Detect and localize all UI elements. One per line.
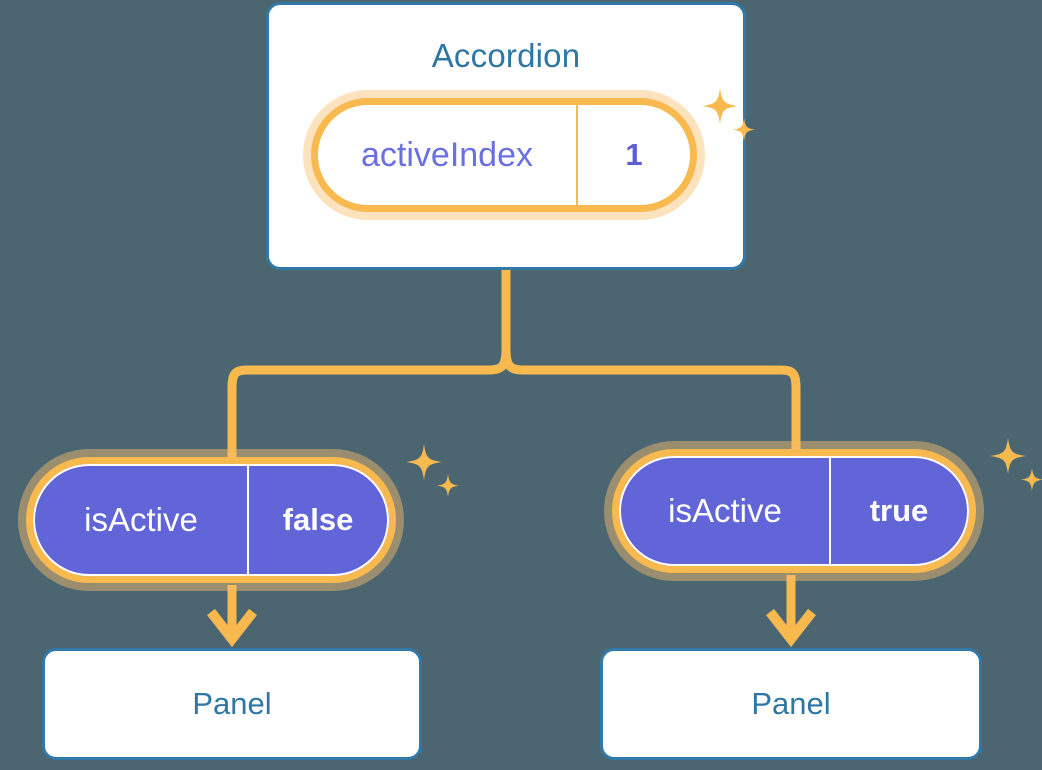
sparkles-icon-right: [990, 438, 1042, 491]
state-pill-value: 1: [576, 105, 690, 205]
arrow-down-icon-right: [766, 575, 816, 648]
component-card-panel-right[interactable]: Panel: [600, 648, 982, 760]
sparkles-icon-left: [406, 444, 459, 497]
state-pill-body: activeIndex 1: [311, 98, 697, 212]
state-pill-key: activeIndex: [361, 135, 533, 174]
state-pill-is-active-true[interactable]: isActive true: [612, 449, 976, 573]
connector-branch-left: [227, 348, 511, 462]
state-pill-value: true: [829, 458, 967, 564]
state-pill-value: false: [247, 466, 387, 574]
state-pill-body: isActive false: [26, 457, 396, 583]
state-pill-is-active-false[interactable]: isActive false: [26, 457, 396, 583]
panel-label: Panel: [751, 686, 831, 721]
arrow-down-icon-left: [207, 585, 257, 648]
page-title: Accordion: [431, 37, 581, 74]
state-pill-body: isActive true: [612, 449, 976, 573]
connector-branch-right: [501, 348, 801, 456]
panel-label: Panel: [192, 686, 272, 721]
state-pill-key: isActive: [668, 492, 782, 529]
state-pill-inner: activeIndex 1: [318, 105, 690, 205]
state-pill-active-index[interactable]: activeIndex 1: [311, 98, 697, 212]
state-pill-inner: isActive true: [619, 456, 969, 566]
state-pill-inner: isActive false: [33, 464, 389, 576]
state-pill-key: isActive: [84, 501, 198, 538]
component-card-panel-left[interactable]: Panel: [42, 648, 422, 760]
